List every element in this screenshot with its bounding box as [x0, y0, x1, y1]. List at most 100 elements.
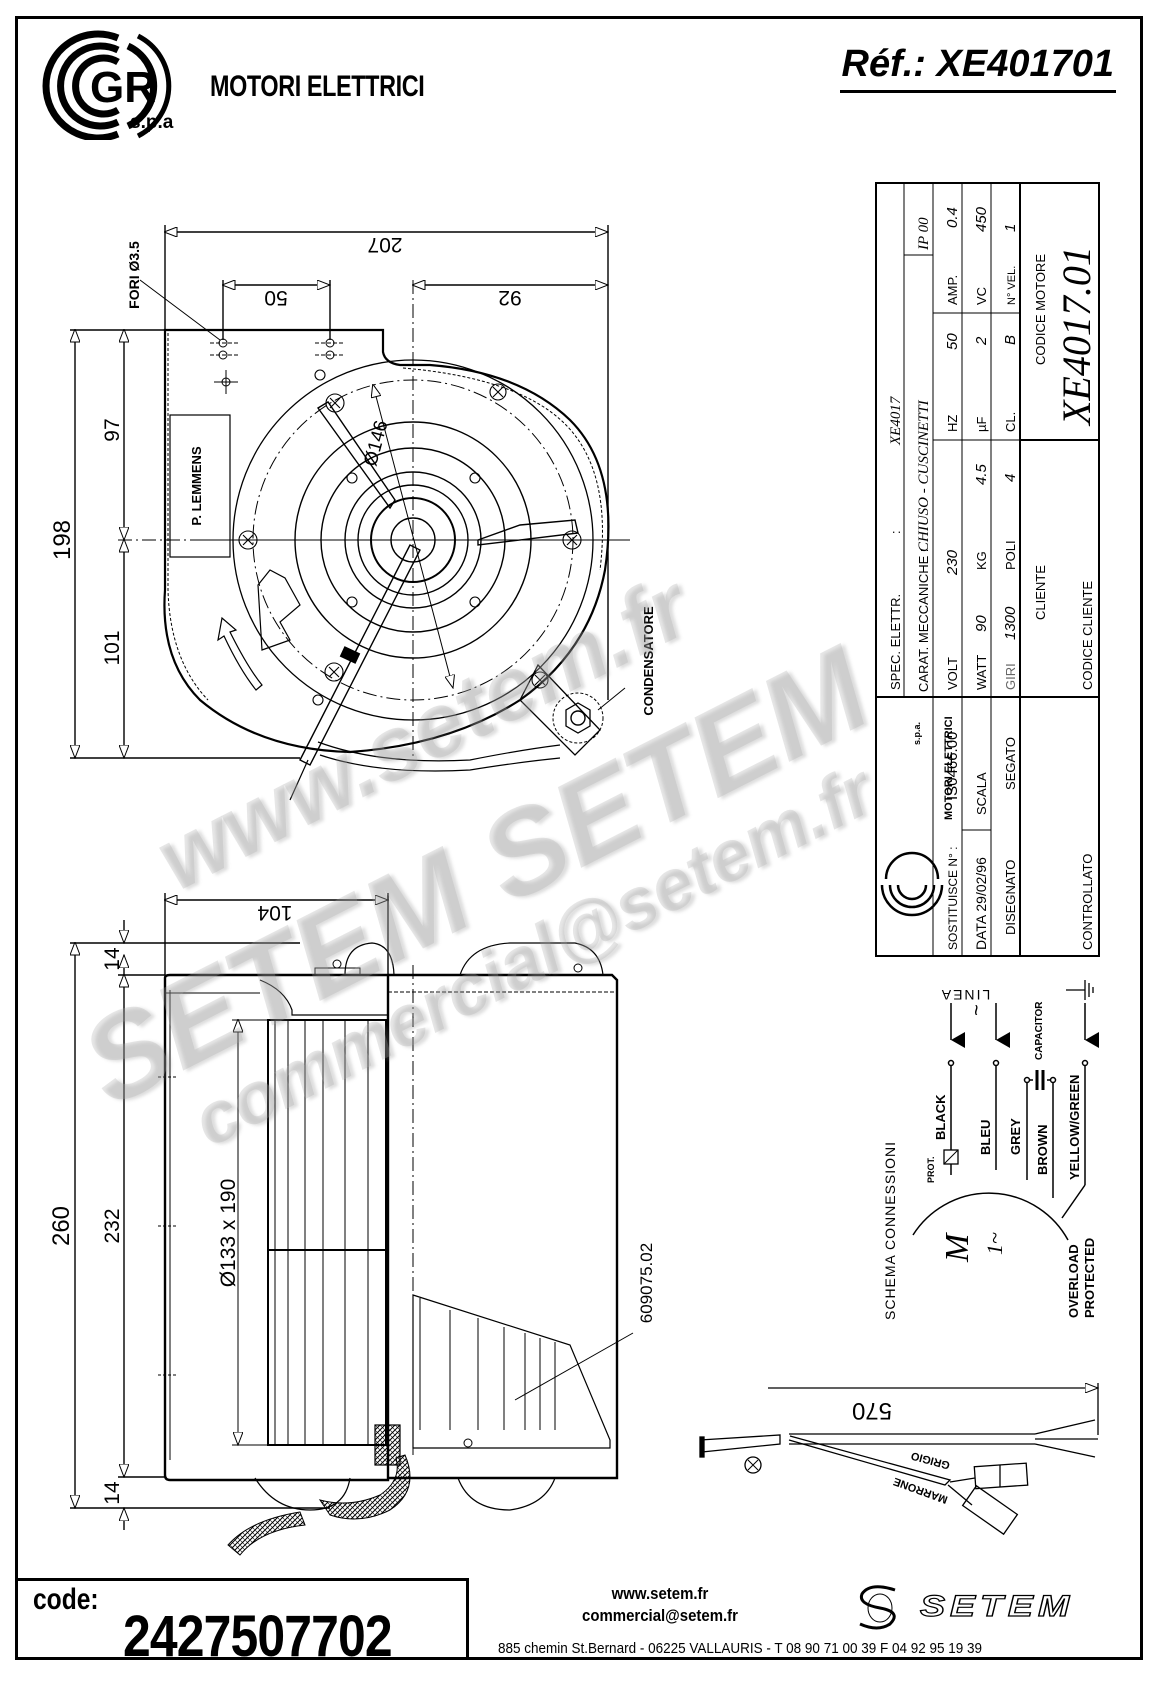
sostituisce-label: SOSTITUISCE N° : [946, 847, 960, 950]
giri-label: GIRI [1003, 663, 1018, 690]
wiring-title: SCHEMA CONNESSIONI [882, 1141, 898, 1320]
cable-labels: 570 GRIGIO MARRONE [852, 1397, 951, 1505]
front-view [70, 225, 630, 801]
front-view-labels: 207 50 92 198 97 101 Ø146 FORI Ø3.5 P. L… [49, 233, 656, 716]
ip-rating: IP 00 [916, 217, 932, 251]
setem-brand-text: SETEM [919, 1589, 1075, 1623]
dim-198: 198 [49, 520, 76, 560]
tb-company-name: MOTORI ELETTRICI [943, 716, 955, 820]
wire-marrone-label: MARRONE [892, 1475, 950, 1506]
dim-50: 50 [264, 286, 287, 309]
disegnato-value: SEGATO [1003, 737, 1018, 790]
data-label: DATA 29/02/96 [973, 857, 989, 950]
volt-value: 230 [944, 549, 961, 576]
nvel-value: 1 [1002, 224, 1019, 232]
amp-value: 0.4 [944, 207, 961, 228]
setem-logo: SETEM [850, 1582, 1110, 1632]
code-label: code: [33, 1583, 99, 1616]
dim-wheel-size: Ø133 x 190 [217, 1179, 240, 1288]
wiring-labels: SCHEMA CONNESSIONI LINEA ~ BLACK BLEU GR… [882, 987, 1097, 1320]
giri-value: 1300 [1002, 606, 1019, 640]
cl-label: CL. [1003, 412, 1018, 432]
brand-suffix: s.p.a [130, 112, 174, 133]
vc-value: 450 [973, 206, 990, 232]
holes-label: FORI Ø3.5 [126, 241, 142, 309]
side-view [70, 893, 634, 1556]
wire-brown: BROWN [1035, 1124, 1050, 1175]
line-label: LINEA [940, 987, 990, 1003]
codice-motore-label: CODICE MOTORE [1033, 254, 1048, 365]
header-brand: GR s.p.a MOTORI ELETTRICI [40, 30, 440, 142]
dim-diameter-146: Ø146 [360, 418, 392, 468]
capacitor-label: CONDENSATORE [641, 606, 656, 716]
dim-207: 207 [367, 233, 402, 256]
volt-label: VOLT [945, 657, 960, 690]
dim-92: 92 [498, 286, 521, 309]
line-symbol: ~ [966, 1004, 988, 1016]
side-view-labels: 104 14 260 232 14 Ø133 x 190 609075.02 [48, 901, 656, 1505]
spec-elettr-value: XE4017 [888, 395, 904, 446]
poli-label: POLI [1003, 540, 1018, 570]
overload-label-1: OVERLOAD [1066, 1244, 1081, 1318]
vc-label: VC [974, 287, 989, 305]
tb-gr-logo-icon [880, 851, 944, 917]
cliente-label: CLIENTE [1033, 565, 1048, 620]
dim-97: 97 [101, 418, 124, 441]
footer-code-box: code: 2427507702 [15, 1578, 469, 1669]
prot-label: PROT. [926, 1156, 936, 1183]
dim-260: 260 [48, 1206, 75, 1246]
wire-grigio-label: GRIGIO [909, 1449, 951, 1471]
wiring-diagram [912, 980, 1099, 1241]
tb-company-suffix: s.p.a. [912, 722, 922, 745]
carat-label: CARAT. MECCANICHE : [916, 549, 931, 693]
nameplate-label: P. LEMMENS [189, 446, 204, 526]
watt-label: WATT [974, 655, 989, 690]
title-block [875, 182, 1100, 957]
wire-black: BLACK [933, 1094, 948, 1140]
poli-value: 4 [1002, 474, 1019, 482]
sostituisce-value: IS0466.00 [944, 732, 961, 800]
dim-14-bottom: 14 [101, 1481, 124, 1505]
uf-value: 2 [973, 336, 990, 346]
overload-label-2: PROTECTED [1082, 1238, 1097, 1318]
hz-label: HZ [945, 415, 960, 432]
gr-logo-icon: GR [42, 30, 172, 142]
cable-drawing [699, 1383, 1098, 1536]
capacitor-label: CAPACITOR [1034, 1001, 1045, 1060]
email-link[interactable]: commercial@setem.fr [582, 1606, 738, 1625]
cable-length: 570 [852, 1397, 892, 1424]
codice-motore-value: XE4017.01 [1054, 246, 1099, 427]
motor-phase: 1~ [982, 1232, 1007, 1255]
spec-elettr-sep: : [888, 530, 903, 534]
kg-value: 4.5 [973, 463, 990, 485]
website-link[interactable]: www.setem.fr [611, 1584, 709, 1603]
wire-bleu: BLEU [978, 1120, 993, 1155]
dim-104: 104 [257, 901, 292, 924]
reference-title: Réf.: XE401701 [839, 42, 1116, 93]
controllato-label: CONTROLLATO [1080, 854, 1095, 950]
dim-14-top: 14 [101, 947, 124, 971]
dim-232: 232 [101, 1208, 124, 1243]
svg-text:GR: GR [90, 63, 156, 112]
wire-yellow-green: YELLOW/GREEN [1067, 1075, 1082, 1180]
spec-elettr-label: SPEC. ELETTR. [888, 594, 903, 690]
brand-name: MOTORI ELETTRICI [210, 70, 425, 103]
amp-label: AMP. [945, 275, 960, 305]
uf-label: µF [974, 417, 989, 432]
scala-label: SCALA [974, 772, 989, 815]
dim-101: 101 [101, 630, 124, 665]
watt-value: 90 [973, 615, 990, 632]
wire-grey: GREY [1008, 1118, 1023, 1155]
carat-value: CHIUSO - CUSCINETTI [916, 399, 932, 552]
address-line: 885 chemin St.Bernard - 06225 VALLAURIS … [498, 1640, 983, 1657]
motor-symbol: M [939, 1232, 976, 1263]
cl-value: B [1002, 335, 1019, 345]
setem-swirl-icon [859, 1585, 896, 1630]
drawing-frame [15, 16, 1143, 1660]
hz-value: 50 [944, 333, 961, 350]
part-number-label: 609075.02 [637, 1243, 656, 1323]
code-value: 2427507702 [123, 1604, 393, 1669]
title-block-text: SPEC. ELETTR. : XE4017 CARAT. MECCANICHE… [888, 206, 1099, 950]
disegnato-label: DISEGNATO [1003, 860, 1018, 935]
